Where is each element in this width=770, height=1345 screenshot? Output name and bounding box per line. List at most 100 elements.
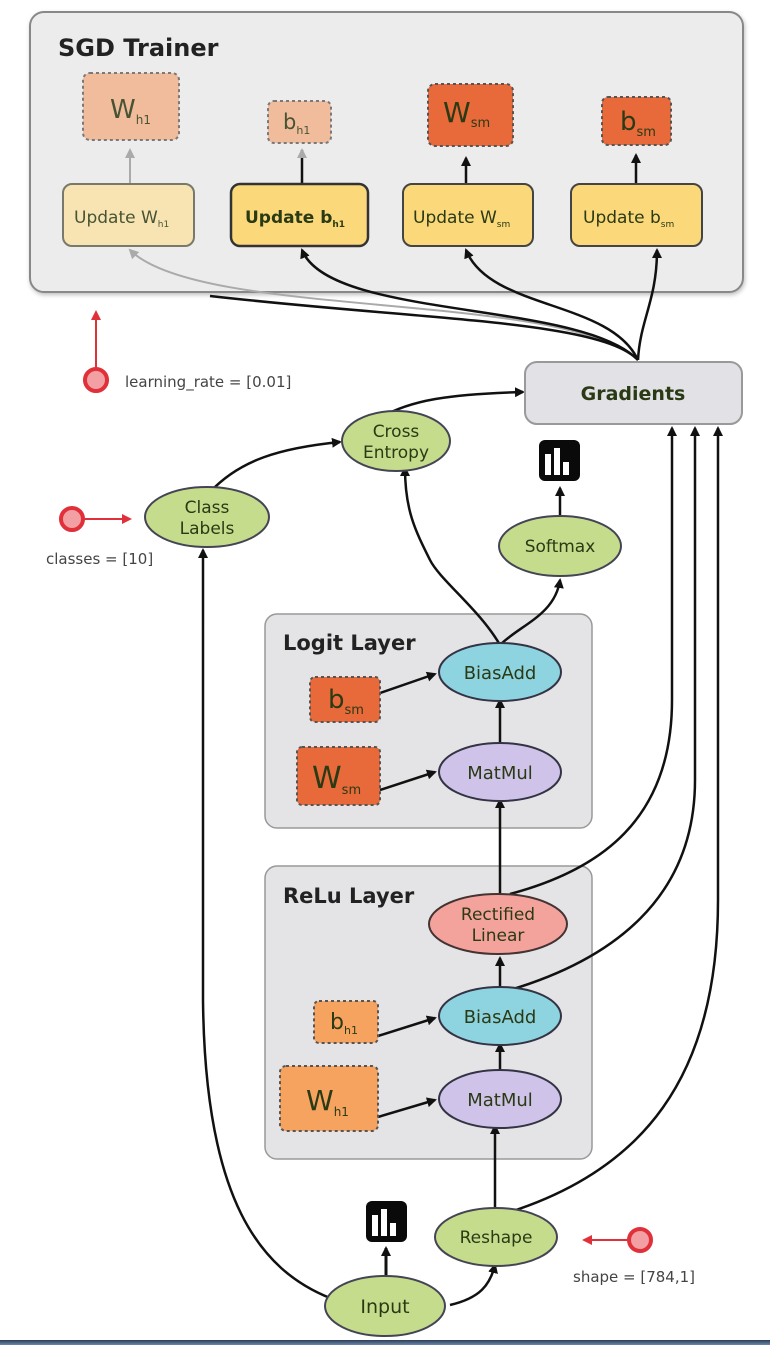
update-label: Update W (413, 208, 497, 228)
input-label: Input (360, 1296, 409, 1318)
update-label: Update b (245, 208, 332, 228)
sgd-trainer-group (29, 11, 744, 293)
edge-gradients-to-update-bsm (636, 248, 662, 361)
param-sub: h1 (136, 113, 151, 127)
update-sub: sm (497, 220, 510, 230)
edge-gradients-to-update-Wh1 (128, 248, 639, 361)
class-labels-line2: Labels (180, 519, 235, 539)
logit-matmul-label: MatMul (467, 763, 533, 784)
edge-Wh1-to-matmul (377, 1097, 437, 1119)
histogram-icon[interactable] (366, 1201, 407, 1242)
param-sub: h1 (344, 1024, 358, 1037)
update-Wsm-node[interactable]: Update Wsm (402, 183, 534, 247)
update-Wh1-node[interactable]: Update Wh1 (62, 183, 195, 247)
histogram-icon[interactable] (539, 440, 580, 481)
trainer-param-Wh1[interactable]: Wh1 (82, 72, 180, 141)
relu-biasadd-node[interactable]: BiasAdd (438, 986, 562, 1046)
param-base: b (328, 685, 345, 715)
edge-gradients-to-update-bh1 (300, 248, 639, 361)
update-bsm-node[interactable]: Update bsm (570, 183, 703, 247)
edge-bh1-to-biasadd (377, 1015, 437, 1038)
edge-classlabels-to-crossentropy (209, 437, 342, 493)
logit-matmul-node[interactable]: MatMul (438, 742, 562, 802)
edge-gradients-fan (209, 294, 639, 361)
edge-relu-to-gradients (509, 426, 677, 896)
hyperparam-dot-icon (59, 506, 85, 532)
update-label: Update W (74, 208, 158, 228)
param-Wh1[interactable]: Wh1 (279, 1065, 379, 1132)
edge-logitbias-to-crossentropy (400, 466, 502, 646)
gradients-label: Gradients (581, 383, 686, 405)
update-bh1-node[interactable]: Update bh1 (229, 182, 370, 248)
edge-relubias-to-gradients (509, 426, 700, 992)
learning-rate-hyperparam[interactable]: learning_rate = [0.01] (83, 367, 291, 393)
trainer-param-bh1[interactable]: bh1 (267, 100, 332, 144)
update-sub: sm (661, 220, 674, 230)
hyperparam-dot-icon (83, 367, 109, 393)
svg-text:Update Wh1: Update Wh1 (74, 208, 169, 230)
trainer-param-bsm[interactable]: bsm (601, 96, 672, 146)
param-sub: sm (637, 125, 656, 140)
relu-matmul-label: MatMul (467, 1090, 533, 1111)
param-base: W (306, 1084, 334, 1117)
param-sub: h1 (296, 124, 310, 137)
rectified-linear-line2: Linear (472, 926, 525, 946)
edge-input-to-classlabels (198, 548, 331, 1300)
edge-input-to-reshape (449, 1263, 498, 1307)
softmax-node[interactable]: Softmax (498, 515, 622, 577)
svg-text:bsm: bsm (620, 107, 656, 140)
logit-biasadd-label: BiasAdd (464, 663, 537, 684)
update-sub: h1 (158, 220, 169, 230)
reshape-label: Reshape (460, 1228, 533, 1248)
svg-text:Wsm: Wsm (443, 96, 490, 131)
svg-text:bh1: bh1 (330, 1010, 358, 1037)
hyperparam-dot-icon (627, 1227, 653, 1253)
logit-layer-title: Logit Layer (283, 631, 416, 655)
classes-label: classes = [10] (46, 550, 153, 568)
shape-label: shape = [784,1] (573, 1268, 695, 1286)
svg-text:bh1: bh1 (283, 110, 310, 137)
gradients-node[interactable]: Gradients (524, 361, 743, 425)
edge-reshape-to-gradients (509, 426, 723, 1214)
svg-text:Update bsm: Update bsm (583, 208, 674, 230)
classes-hyperparam[interactable]: classes = [10] (46, 506, 153, 568)
learning-rate-label: learning_rate = [0.01] (125, 373, 291, 392)
trainer-param-Wsm[interactable]: Wsm (427, 83, 514, 147)
param-sub: sm (342, 783, 361, 798)
param-base: W (110, 95, 136, 125)
param-bsm[interactable]: bsm (309, 676, 381, 723)
edge-gradients-to-update-Wsm (464, 248, 640, 361)
update-label: Update b (583, 208, 661, 228)
svg-text:Wsm: Wsm (312, 761, 361, 798)
logit-biasadd-node[interactable]: BiasAdd (438, 642, 562, 702)
relu-matmul-node[interactable]: MatMul (438, 1069, 562, 1129)
param-Wsm[interactable]: Wsm (296, 746, 381, 806)
relu-layer-title: ReLu Layer (283, 884, 415, 908)
svg-text:bsm: bsm (328, 685, 364, 718)
shape-hyperparam[interactable]: shape = [784,1] (573, 1227, 695, 1286)
reshape-node[interactable]: Reshape (434, 1207, 558, 1267)
edge-bsm-to-biasadd (379, 671, 437, 695)
edge-logitbias-to-softmax (499, 578, 564, 646)
param-sub: sm (471, 116, 490, 131)
param-base: b (283, 110, 296, 134)
param-sub: sm (345, 703, 364, 718)
param-sub: h1 (334, 1105, 349, 1119)
param-base: b (620, 107, 637, 137)
svg-text:Update bh1: Update bh1 (245, 208, 345, 230)
svg-text:Wh1: Wh1 (306, 1084, 349, 1119)
edge-Wsm-to-matmul (379, 769, 437, 792)
input-node[interactable]: Input (324, 1275, 446, 1337)
svg-text:Wh1: Wh1 (110, 95, 151, 127)
edges (84, 150, 723, 1307)
update-sub: h1 (332, 220, 345, 230)
rectified-linear-line1: Rectified (461, 905, 535, 925)
param-bh1[interactable]: bh1 (313, 1000, 379, 1044)
cross-entropy-line2: Entropy (363, 443, 429, 463)
svg-text:Update Wsm: Update Wsm (413, 208, 510, 230)
